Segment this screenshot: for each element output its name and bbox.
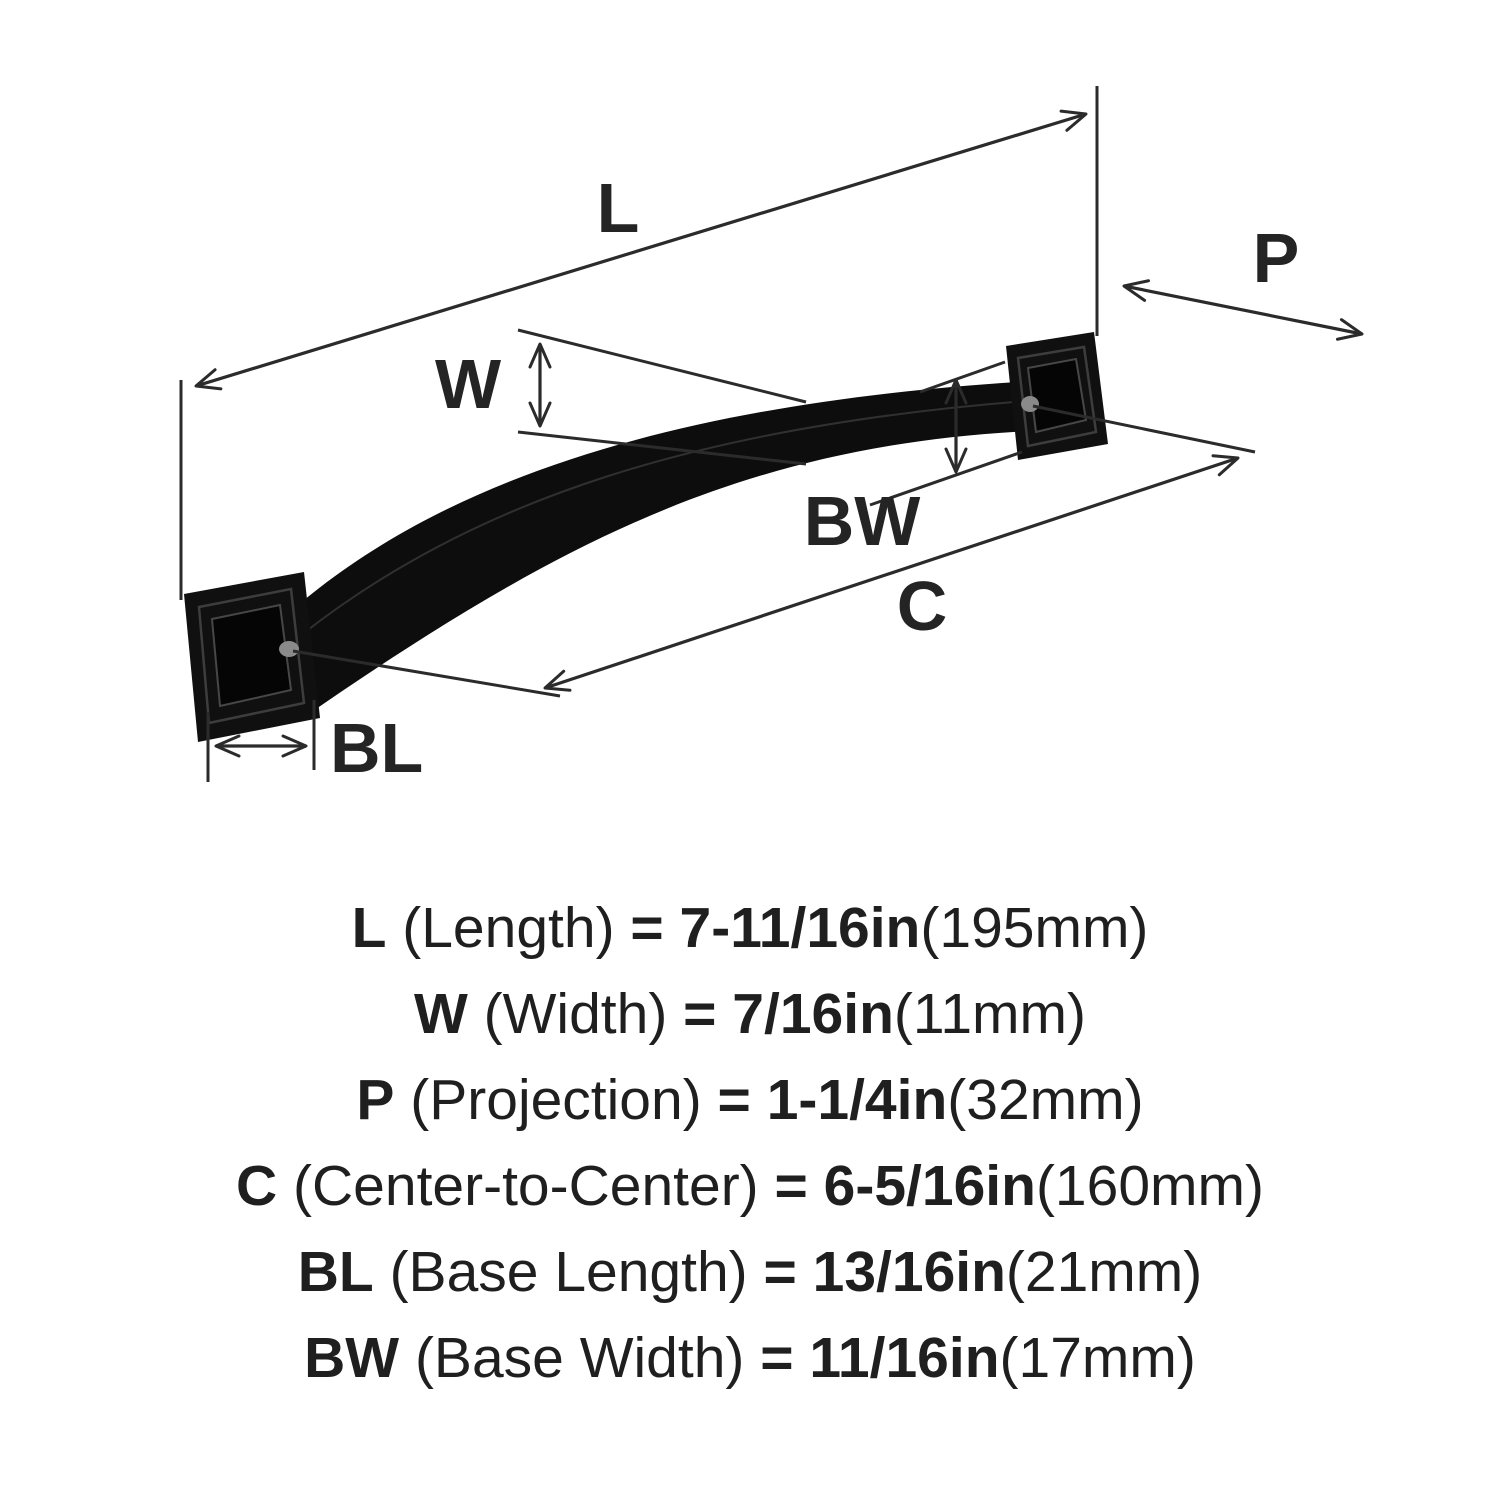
right-screw-hole: [1021, 396, 1039, 412]
spec-row-width: W (Width) = 7/16in(11mm): [0, 971, 1500, 1057]
dimension-label-bl: BL: [330, 709, 423, 787]
spec-value: 11/16in: [809, 1326, 1000, 1390]
left-base-plate: [184, 572, 320, 742]
spec-equals: =: [760, 1326, 794, 1390]
spec-equals: =: [630, 896, 664, 960]
dimension-spec-list: L (Length) = 7-11/16in(195mm) W (Width) …: [0, 885, 1500, 1401]
bw-extension-top: [919, 360, 1006, 394]
spec-label: C: [236, 1154, 278, 1218]
spec-desc: (Base Width): [414, 1326, 745, 1390]
spec-row-length: L (Length) = 7-11/16in(195mm): [0, 885, 1500, 971]
c-extension-left: [292, 649, 561, 698]
spec-desc: (Base Length): [389, 1240, 748, 1304]
handle-dimension-diagram: L W P BW: [179, 86, 1364, 787]
spec-metric: (160mm): [1035, 1154, 1264, 1218]
l-dimension-line: [194, 109, 1088, 391]
spec-desc: (Width): [483, 982, 668, 1046]
dimension-P: P: [1122, 219, 1364, 341]
spec-value: 7-11/16in: [679, 896, 921, 960]
spec-label: P: [356, 1068, 395, 1132]
spec-desc: (Projection): [410, 1068, 702, 1132]
dimension-C: C: [292, 404, 1256, 698]
dimension-label-p: P: [1253, 219, 1300, 297]
spec-row-projection: P (Projection) = 1-1/4in(32mm): [0, 1057, 1500, 1143]
spec-value: 7/16in: [732, 982, 894, 1046]
dimension-label-w: W: [435, 345, 501, 423]
cabinet-pull-illustration: [184, 332, 1108, 742]
spec-metric: (17mm): [999, 1326, 1196, 1390]
spec-value: 13/16in: [812, 1240, 1006, 1304]
spec-equals: =: [763, 1240, 797, 1304]
spec-equals: =: [717, 1068, 751, 1132]
spec-metric: (11mm): [893, 982, 1086, 1046]
spec-row-base-length: BL (Base Length) = 13/16in(21mm): [0, 1229, 1500, 1315]
spec-desc: (Center-to-Center): [293, 1154, 759, 1218]
dimension-label-c: C: [897, 567, 948, 645]
dimension-label-bw: BW: [804, 482, 921, 560]
spec-label: L: [351, 896, 387, 960]
dimension-label-l: L: [597, 169, 640, 247]
c-dimension-line: [543, 454, 1240, 692]
spec-metric: (21mm): [1005, 1240, 1203, 1304]
spec-row-base-width: BW (Base Width) = 11/16in(17mm): [0, 1315, 1500, 1401]
diagram-svg: L W P BW: [179, 86, 1364, 787]
spec-label: BW: [304, 1326, 400, 1390]
spec-equals: =: [683, 982, 717, 1046]
left-screw-hole: [279, 641, 299, 657]
spec-value: 1-1/4in: [766, 1068, 948, 1132]
spec-desc: (Length): [402, 896, 615, 960]
dimension-L: L: [179, 86, 1099, 600]
dimension-BL: BL: [206, 700, 423, 787]
w-extension-top: [517, 328, 807, 404]
right-base-plate: [1006, 332, 1108, 460]
c-extension-right: [1032, 404, 1256, 454]
spec-value: 6-5/16in: [823, 1154, 1036, 1218]
spec-label: BL: [297, 1240, 374, 1304]
spec-row-center-to-center: C (Center-to-Center) = 6-5/16in(160mm): [0, 1143, 1500, 1229]
spec-metric: (195mm): [920, 896, 1149, 960]
spec-metric: (32mm): [947, 1068, 1144, 1132]
p-dimension-line: [1122, 279, 1364, 341]
spec-label: W: [413, 982, 468, 1046]
spec-equals: =: [774, 1154, 808, 1218]
handle-strap: [260, 380, 1055, 720]
